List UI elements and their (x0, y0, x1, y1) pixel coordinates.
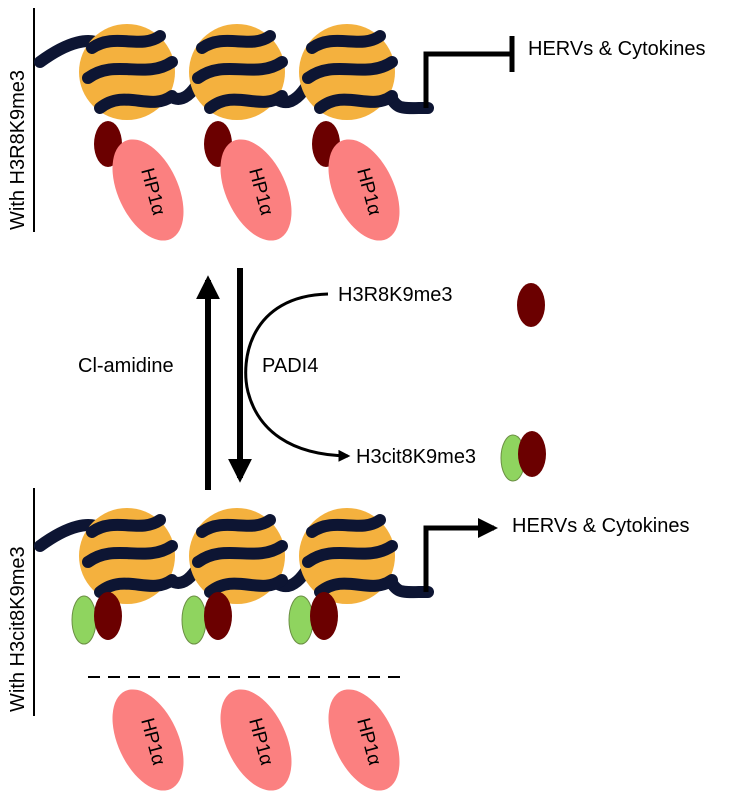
bottom-citrulline-mark-2 (181, 595, 207, 645)
bottom-hp1-2: HP1α (220, 689, 292, 791)
bottom-mark-3 (288, 592, 338, 645)
bottom-nucleosome-2 (189, 508, 288, 604)
top-nucleosome-2 (189, 24, 288, 120)
enzyme-label: PADI4 (262, 355, 318, 377)
top-nucleosome-1 (79, 24, 178, 120)
bottom-nucleosome-3 (299, 508, 398, 604)
top-dna-wrap-2 (192, 30, 288, 114)
substrate-methyl-mark (517, 283, 545, 327)
bottom-mark-1 (71, 592, 122, 645)
reaction: Cl-amidine PADI4 H3R8K9me3 H3cit8K9me3 (78, 268, 546, 490)
bottom-methyl-mark-3 (310, 592, 338, 640)
top-dna-wrap-3 (302, 30, 398, 114)
bottom-hp1-protein-3 (328, 689, 400, 791)
bottom-hp1-1: HP1α (112, 689, 184, 791)
bottom-citrulline-mark-3 (288, 595, 314, 645)
bottom-hp1-protein-2 (220, 689, 292, 791)
conversion-curve (244, 292, 351, 462)
top-repression-line (423, 51, 512, 108)
top-hp1-protein-1 (112, 139, 184, 241)
bottom-hp1-protein-1 (112, 689, 184, 791)
top-repression-arrow (423, 36, 515, 108)
bottom-nucleosome-array (34, 508, 434, 604)
top-panel: With H3R8K9me3 HP1α (7, 8, 705, 241)
bottom-activation-arrow (423, 518, 498, 592)
inhibitor-label: Cl-amidine (78, 355, 174, 377)
bottom-panel: With H3cit8K9me3 (7, 488, 689, 791)
top-hp1-protein-3 (328, 139, 400, 241)
top-nucleosome-3 (299, 24, 398, 120)
top-mark-1: HP1α (94, 121, 184, 241)
bottom-hp1-3: HP1α (328, 689, 400, 791)
product-methyl-mark (518, 431, 546, 477)
bottom-mark-2 (181, 592, 232, 645)
bottom-methyl-mark-2 (204, 592, 232, 640)
substrate-label: H3R8K9me3 (338, 284, 453, 306)
top-dna-wrap-1 (82, 30, 178, 114)
bottom-nucleosome-1 (79, 508, 178, 604)
bottom-methyl-mark-1 (94, 592, 122, 640)
bottom-dna-wrap-1 (82, 514, 178, 598)
top-nucleosome-array (34, 24, 434, 120)
top-mark-2: HP1α (204, 121, 292, 241)
top-hp1-protein-2 (220, 139, 292, 241)
bottom-dna-wrap-2 (192, 514, 288, 598)
bottom-dna-wrap-3 (302, 514, 398, 598)
top-target-label: HERVs & Cytokines (528, 38, 705, 60)
top-side-label: With H3R8K9me3 (7, 70, 29, 230)
product-label: H3cit8K9me3 (356, 446, 476, 468)
bottom-citrulline-mark-1 (71, 595, 97, 645)
bottom-target-label: HERVs & Cytokines (512, 515, 689, 537)
bottom-side-label: With H3cit8K9me3 (7, 546, 29, 712)
top-mark-3: HP1α (312, 121, 400, 241)
